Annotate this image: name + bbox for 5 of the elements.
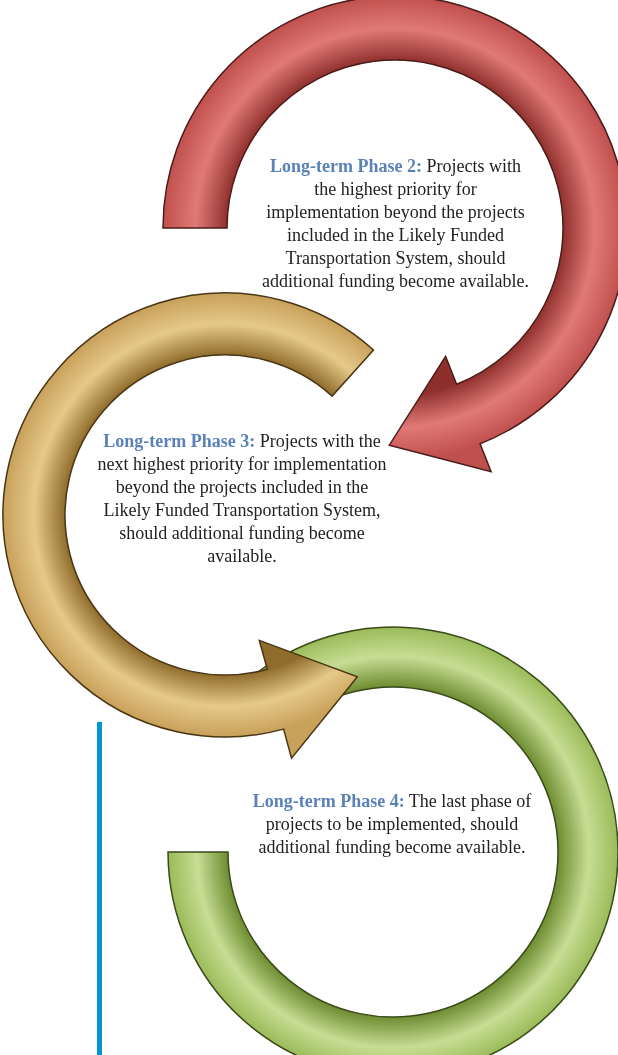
phase-description: Long-term Phase 2: Projects with the highest priority for implementation beyond the projects included in the Likely Funded Transportation System, should additional funding become available.: [258, 155, 533, 293]
curved-arrow: [2, 292, 375, 759]
phase-description: Long-term Phase 4: The last phase of projects to be implemented, should additional funding become available.: [247, 790, 537, 859]
phase-description: Long-term Phase 3: Projects with the next highest priority for implementation beyond the projects included in the Likely Funded Transportation System, should additional funding become available.: [92, 430, 392, 568]
curved-arrow: [162, 0, 618, 473]
